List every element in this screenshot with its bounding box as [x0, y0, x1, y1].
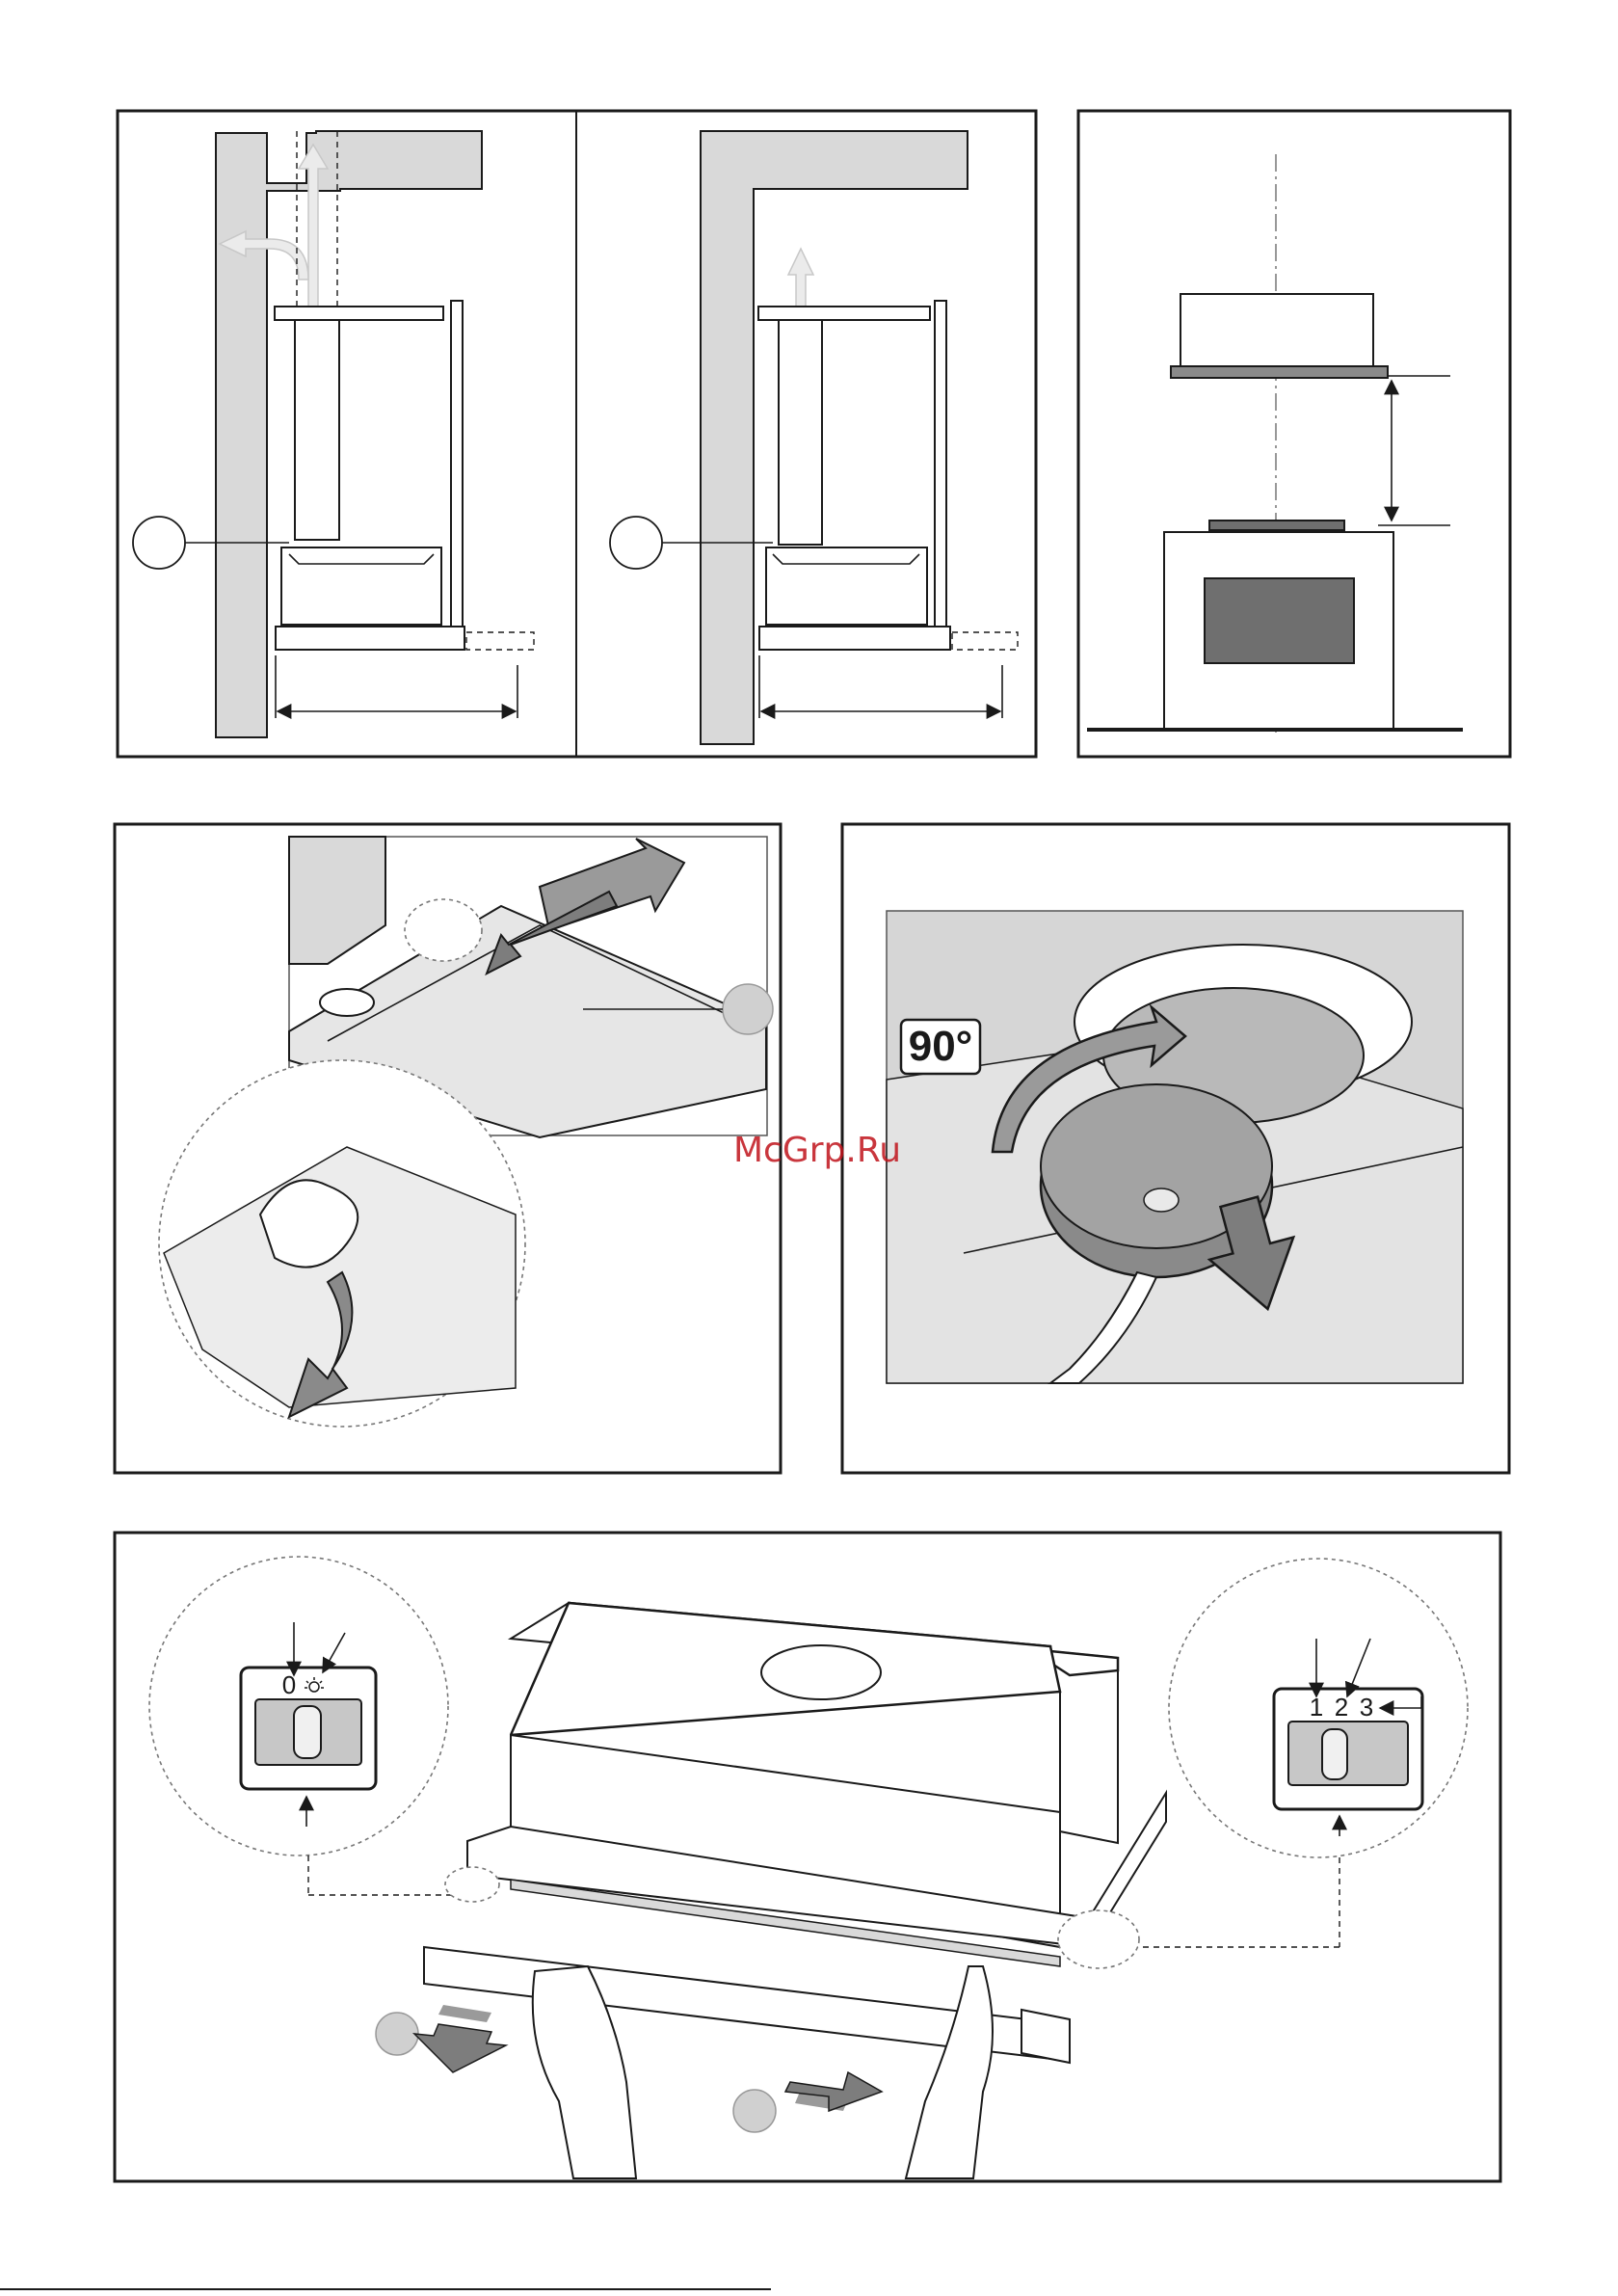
hood-front-panel — [276, 627, 464, 650]
hood-body-recirc — [766, 547, 927, 625]
rotation-badge: 90° — [901, 1020, 980, 1074]
panel-controls: 0 1 2 3 — [115, 1533, 1500, 2181]
side-cabinet — [451, 301, 463, 627]
hood-body — [281, 547, 441, 625]
filter-center-hole — [1144, 1188, 1179, 1212]
panel-installation-views — [118, 111, 1036, 757]
hood-box — [1180, 294, 1373, 366]
hood-bottom-plate — [1171, 366, 1388, 378]
callout-marker-4 — [376, 2013, 418, 2055]
callout-marker-3 — [723, 984, 773, 1034]
callout-marker-2 — [610, 517, 662, 569]
side-cabinet-recirc — [935, 301, 946, 627]
hood-front-panel-recirc — [759, 627, 950, 650]
exhaust-opening — [761, 1645, 881, 1699]
oven-window — [1205, 578, 1354, 663]
hob-plate — [1209, 521, 1344, 530]
watermark-text: McGrp.Ru — [733, 1131, 901, 1170]
callout-marker-1 — [133, 517, 185, 569]
fan-speed-2-label: 2 — [1335, 1693, 1348, 1722]
callout-marker-5 — [733, 2090, 776, 2132]
recirc-pipe — [779, 308, 822, 545]
mounting-bracket-recirc — [758, 307, 930, 320]
fan-speed-3-label: 3 — [1360, 1693, 1373, 1722]
filter-clip-left — [320, 989, 374, 1016]
panel-carbon-filter: 90° — [842, 824, 1509, 1473]
fan-speed-1-label: 1 — [1310, 1693, 1323, 1722]
panel-mounting-height — [1078, 111, 1510, 757]
rotation-badge-label: 90° — [909, 1023, 973, 1070]
mounting-bracket — [275, 307, 443, 320]
panel-filter-removal — [115, 824, 781, 1473]
exhaust-pipe — [295, 308, 339, 540]
